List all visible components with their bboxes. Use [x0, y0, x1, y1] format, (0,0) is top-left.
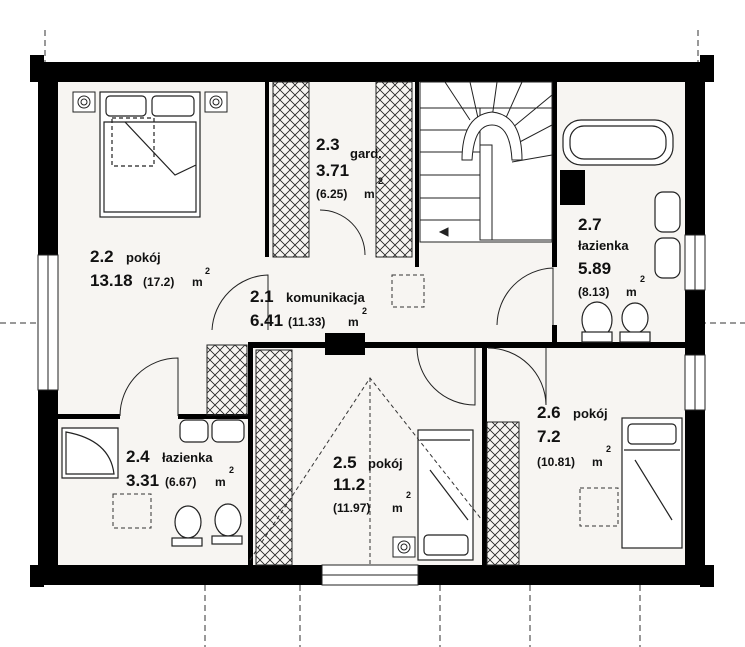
room-label-2-5: 2.5 pokój 11.2 (11.97) m 2: [333, 453, 411, 515]
door-swings: [119, 209, 554, 417]
room-label-2-3: 2.3 gard. 3.71 (6.25) m 2: [316, 135, 383, 201]
svg-text:pokój: pokój: [368, 456, 403, 471]
svg-text:2.6: 2.6: [537, 403, 561, 422]
svg-text:m: m: [364, 187, 375, 201]
svg-text:m: m: [592, 455, 603, 469]
svg-text:komunikacja: komunikacja: [286, 290, 366, 305]
svg-text:3.71: 3.71: [316, 161, 349, 180]
staircase: [419, 81, 553, 243]
interior-walls: [58, 82, 690, 568]
svg-text:(11.33): (11.33): [288, 315, 325, 329]
svg-text:2: 2: [406, 490, 411, 500]
svg-text:(8.13): (8.13): [578, 285, 609, 299]
svg-text:(6.25): (6.25): [316, 187, 347, 201]
svg-text:łazienka: łazienka: [578, 238, 629, 253]
ceiling-marks: [112, 274, 619, 565]
svg-text:m: m: [392, 501, 403, 515]
svg-text:11.2: 11.2: [333, 475, 365, 494]
svg-text:łazienka: łazienka: [162, 450, 213, 465]
svg-text:5.89: 5.89: [578, 259, 611, 278]
svg-text:2: 2: [205, 266, 210, 276]
svg-text:2: 2: [362, 306, 367, 316]
svg-text:pokój: pokój: [573, 406, 608, 421]
svg-text:13.18: 13.18: [90, 271, 133, 290]
svg-text:2: 2: [229, 465, 234, 475]
nightstands: [72, 91, 416, 558]
svg-text:m: m: [192, 275, 203, 289]
svg-text:3.31: 3.31: [126, 471, 159, 490]
svg-text:7.2: 7.2: [537, 427, 561, 446]
windows: [37, 234, 706, 586]
room-label-2-7: 2.7 łazienka 5.89 (8.13) m 2: [578, 215, 645, 299]
svg-text:2.7: 2.7: [578, 215, 602, 234]
room-label-2-6: 2.6 pokój 7.2 (10.81) m 2: [537, 403, 611, 469]
svg-text:(10.81): (10.81): [537, 455, 575, 469]
svg-text:2: 2: [640, 274, 645, 284]
svg-text:pokój: pokój: [126, 250, 161, 265]
svg-text:(11.97): (11.97): [333, 501, 370, 515]
svg-text:2.3: 2.3: [316, 135, 340, 154]
svg-text:2.1: 2.1: [250, 287, 274, 306]
bathroom-fixtures: [61, 119, 681, 547]
svg-text:(6.67): (6.67): [165, 475, 196, 489]
room-label-2-1: 2.1 komunikacja 6.41 (11.33) m 2: [250, 287, 367, 330]
svg-text:m: m: [348, 315, 359, 329]
svg-text:2: 2: [378, 176, 383, 186]
svg-text:2.5: 2.5: [333, 453, 357, 472]
svg-text:m: m: [215, 475, 226, 489]
svg-text:2: 2: [606, 444, 611, 454]
room-label-2-2: 2.2 pokój 13.18 (17.2) m 2: [90, 247, 210, 290]
wardrobes: [206, 81, 520, 566]
beds: [99, 91, 683, 561]
svg-text:gard.: gard.: [350, 146, 382, 161]
svg-text:2.2: 2.2: [90, 247, 114, 266]
svg-text:2.4: 2.4: [126, 447, 150, 466]
svg-text:m: m: [626, 285, 637, 299]
svg-text:6.41: 6.41: [250, 311, 283, 330]
room-label-2-4: 2.4 łazienka 3.31 (6.67) m 2: [126, 447, 234, 490]
svg-text:(17.2): (17.2): [143, 275, 174, 289]
